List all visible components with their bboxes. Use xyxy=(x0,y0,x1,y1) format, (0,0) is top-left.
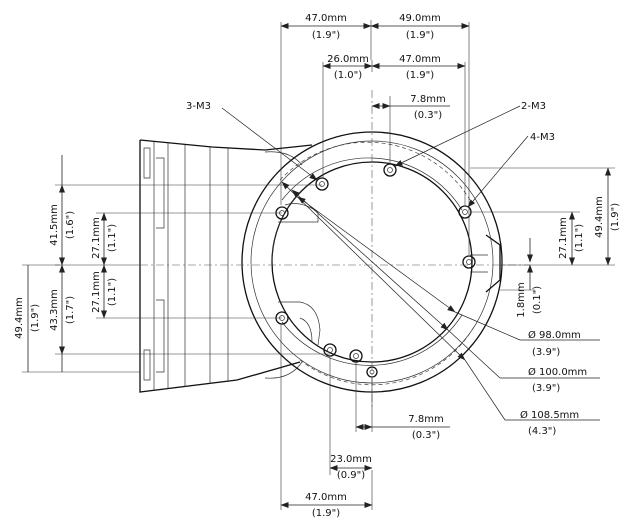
dim-bot-mid-in: (0.9") xyxy=(337,470,365,481)
dim-bot-mm: 47.0mm xyxy=(305,492,347,503)
dim-top-small-in: (0.3") xyxy=(414,110,442,121)
dim-right-inner-in: (1.1") xyxy=(574,224,585,252)
dim-bot-in: (1.9") xyxy=(312,508,340,519)
callout-2-m3: 2-M3 xyxy=(521,101,546,112)
dim-left-inner-dn-in: (1.1") xyxy=(107,278,118,306)
dim-left-inner-up-mm: 27.1mm xyxy=(91,217,102,259)
dim-mid-left-mm: 26.0mm xyxy=(327,54,369,65)
diameter-leaders xyxy=(281,181,600,421)
dim-right-inner-mm: 27.1mm xyxy=(558,217,569,259)
dim-top-small-mm: 7.8mm xyxy=(410,94,445,105)
dim-left-outer-in: (1.9") xyxy=(30,304,41,332)
dim-top-left-in: (1.9") xyxy=(312,30,340,41)
dim-right-outer-in: (1.9") xyxy=(610,203,621,231)
callout-4-m3: 4-M3 xyxy=(530,132,555,143)
dim-dia2-in: (3.9") xyxy=(532,383,560,394)
dim-right-small-in: (0.1") xyxy=(532,286,543,314)
dimension-lines-bottom xyxy=(280,325,450,510)
dim-mid-left-in: (1.0") xyxy=(334,70,362,81)
dim-right-outer-mm: 49.4mm xyxy=(594,196,605,238)
callout-3-m3: 3-M3 xyxy=(186,101,211,112)
dim-mid-right-mm: 47.0mm xyxy=(399,54,441,65)
callout-leaders xyxy=(221,105,529,208)
dim-bot-small-mm: 7.8mm xyxy=(408,414,443,425)
dimension-lines-right xyxy=(470,167,615,291)
dim-mid-right-in: (1.9") xyxy=(406,70,434,81)
dim-left-upper-in: (1.6") xyxy=(65,211,76,239)
dim-dia3-mm: Ø 108.5mm xyxy=(520,409,579,421)
dim-dia2-mm: Ø 100.0mm xyxy=(528,366,587,378)
dim-bot-small-in: (0.3") xyxy=(412,430,440,441)
dim-right-small-mm: 1.8mm xyxy=(516,282,527,317)
dimension-lines-left xyxy=(22,155,330,373)
dim-left-lower-mm: 43.3mm xyxy=(49,289,60,331)
dim-left-upper-mm: 41.5mm xyxy=(49,204,60,246)
dimension-labels: 47.0mm (1.9") 49.0mm (1.9") 26.0mm (1.0"… xyxy=(14,13,621,519)
part-outline xyxy=(139,131,503,393)
dim-bot-mid-mm: 23.0mm xyxy=(330,454,372,465)
dim-left-lower-in: (1.7") xyxy=(65,296,76,324)
dim-dia3-in: (4.3") xyxy=(528,426,556,437)
dim-top-right-in: (1.9") xyxy=(406,30,434,41)
dim-dia1-in: (3.9") xyxy=(532,347,560,358)
dimension-lines-top xyxy=(280,20,470,255)
dim-top-right-mm: 49.0mm xyxy=(399,13,441,24)
dim-top-left-mm: 47.0mm xyxy=(305,13,347,24)
dim-left-inner-dn-mm: 27.1mm xyxy=(91,271,102,313)
dim-dia1-mm: Ø 98.0mm xyxy=(528,329,581,341)
dim-left-outer-mm: 49.4mm xyxy=(14,297,25,339)
dim-left-inner-up-in: (1.1") xyxy=(107,224,118,252)
